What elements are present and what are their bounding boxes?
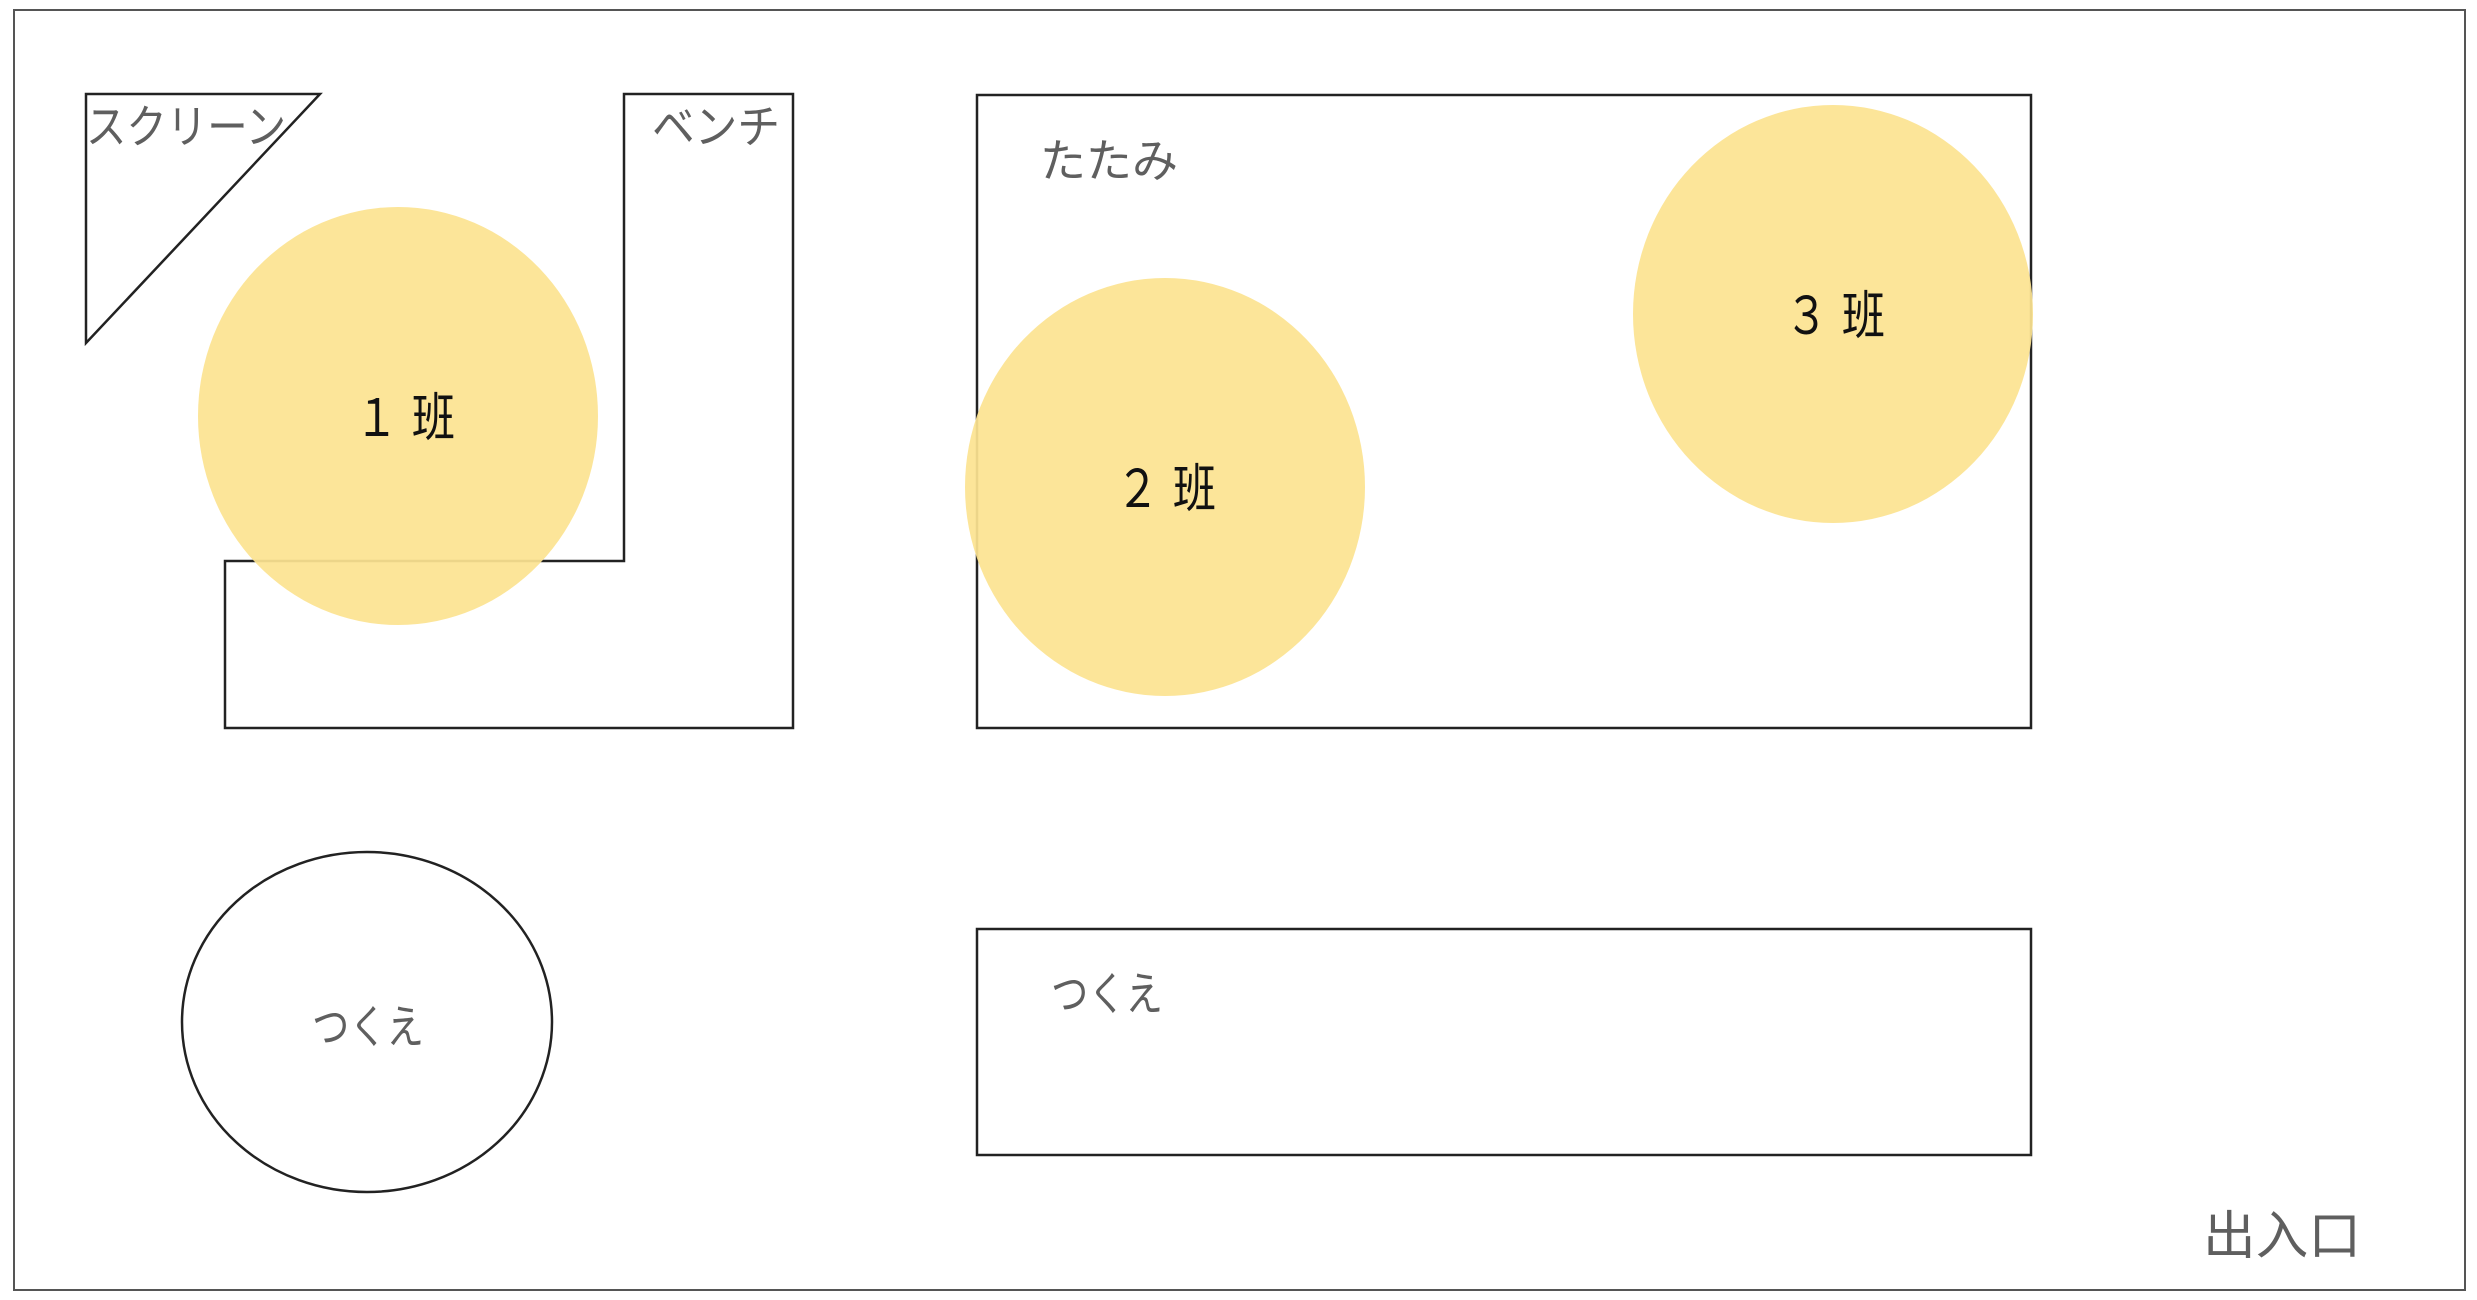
screen-triangle [84, 92, 323, 347]
tatami-area [975, 93, 2033, 730]
group-2-area [965, 278, 1365, 696]
room-outline [13, 9, 2466, 1291]
round-desk-label: つくえ [312, 1000, 424, 1054]
bench-label: ベンチ [652, 100, 780, 154]
group-1-label: １ 班 [355, 389, 455, 449]
entrance-label: 出入口 [2203, 1207, 2361, 1267]
tatami-label: たたみ [1040, 134, 1178, 188]
round-desk [180, 850, 554, 1194]
group-2-label: ２ 班 [1116, 460, 1216, 520]
group-1-area [198, 207, 598, 625]
group-3-area [1633, 105, 2033, 523]
long-desk [975, 927, 2033, 1157]
group-3-label: ３ 班 [1785, 287, 1885, 347]
long-desk-label: つくえ [1051, 967, 1163, 1021]
bench-shape [223, 92, 795, 730]
screen-label: スクリーン [86, 100, 286, 154]
